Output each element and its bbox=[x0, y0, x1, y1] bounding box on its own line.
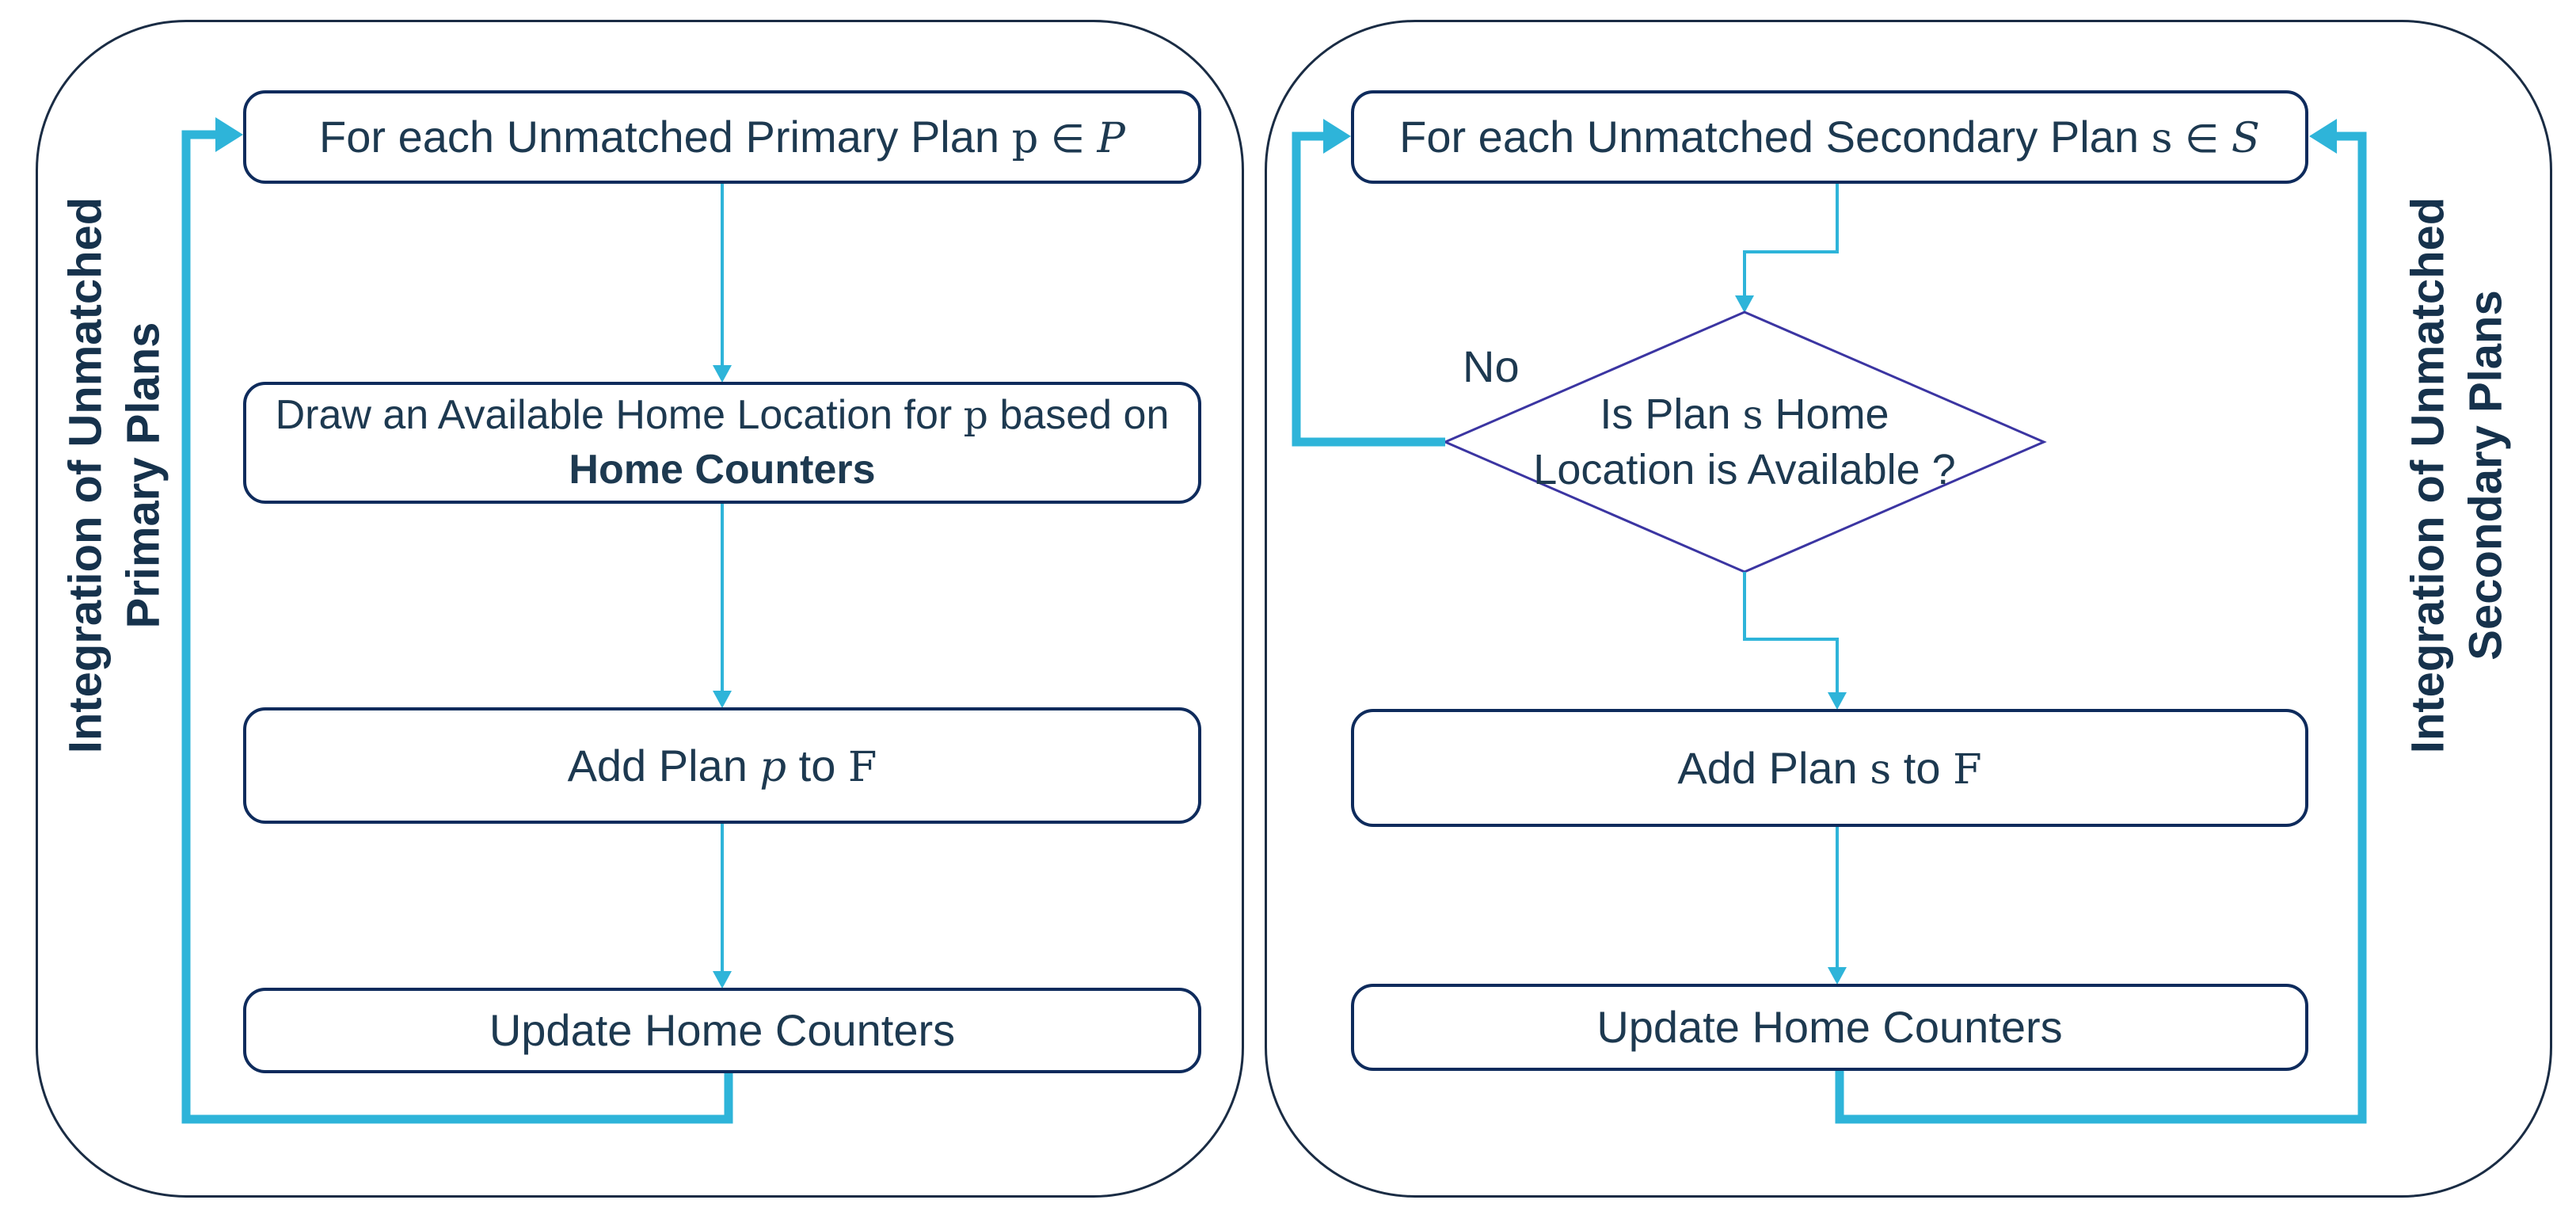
loop-arrow-right-panel bbox=[1835, 119, 2367, 1124]
left-panel-title-line1: Integration of Unmatched bbox=[59, 196, 112, 754]
element-of-symbol: ∈ bbox=[2172, 116, 2232, 162]
math-var-p: p bbox=[963, 393, 988, 439]
decision-no-label: No bbox=[1463, 341, 1520, 391]
left-panel-title: Integration of Unmatched Primary Plans bbox=[58, 197, 173, 753]
left-loop-box-label: For each Unmatched Primary Plan p ∈ P bbox=[319, 112, 1125, 162]
right-add-box: Add Plan s to F bbox=[1351, 709, 2308, 827]
left-draw-box-line2: Home Counters bbox=[569, 447, 876, 493]
right-panel-title: Integration of Unmatched Secondary Plans bbox=[2400, 197, 2515, 753]
left-draw-box-line1: Draw an Available Home Location for p ba… bbox=[275, 392, 1170, 439]
element-of-symbol: ∈ bbox=[1038, 116, 1098, 162]
right-panel-container bbox=[1265, 20, 2552, 1198]
math-var-s: s bbox=[1742, 390, 1764, 438]
math-var-s: s bbox=[2151, 114, 2173, 162]
left-panel-title-line2: Primary Plans bbox=[117, 322, 169, 629]
math-set-F: F bbox=[847, 742, 877, 791]
right-loop-box: For each Unmatched Secondary Plan s ∈ S bbox=[1351, 90, 2308, 184]
math-var-p-italic: p bbox=[759, 742, 787, 791]
right-panel-title-line1: Integration of Unmatched bbox=[2402, 196, 2454, 754]
arrow-add-to-update-right bbox=[1828, 827, 1847, 985]
right-update-box: Update Home Counters bbox=[1351, 984, 2308, 1071]
right-loop-box-label: For each Unmatched Secondary Plan s ∈ S bbox=[1399, 112, 2260, 162]
decision-diamond-label: Is Plan s Home Location is Available ? bbox=[1507, 372, 1982, 512]
right-add-box-label: Add Plan s to F bbox=[1677, 742, 1982, 794]
math-var-p: p bbox=[1011, 114, 1039, 162]
arrow-left-box3-to-box4 bbox=[713, 824, 732, 989]
left-add-box: Add Plan p to F bbox=[243, 707, 1201, 824]
math-var-s: s bbox=[1870, 745, 1892, 794]
decision-line2: Location is Available ? bbox=[1533, 446, 1956, 493]
arrow-left-box1-to-box2 bbox=[713, 184, 732, 383]
loop-arrow-left-panel bbox=[181, 117, 733, 1124]
left-update-box-label: Update Home Counters bbox=[489, 1005, 956, 1055]
left-loop-box: For each Unmatched Primary Plan p ∈ P bbox=[243, 90, 1201, 184]
left-draw-box-label: Draw an Available Home Location for p ba… bbox=[276, 388, 1170, 497]
right-panel-title-line2: Secondary Plans bbox=[2460, 290, 2511, 661]
math-set-P: P bbox=[1097, 114, 1125, 162]
math-set-F: F bbox=[1953, 745, 1982, 794]
left-draw-box: Draw an Available Home Location for p ba… bbox=[243, 382, 1201, 504]
no-loop-arrow-right-panel bbox=[1292, 119, 1445, 447]
arrow-right-box1-to-decision bbox=[1735, 184, 1839, 313]
left-panel-container bbox=[36, 20, 1244, 1198]
math-set-S: S bbox=[2231, 114, 2260, 162]
right-update-box-label: Update Home Counters bbox=[1596, 1002, 2063, 1052]
left-update-box: Update Home Counters bbox=[243, 988, 1201, 1073]
arrow-decision-to-add-box bbox=[1743, 572, 1847, 710]
arrow-left-box2-to-box3 bbox=[713, 504, 732, 708]
decision-line1: Is Plan s Home bbox=[1600, 390, 1889, 438]
left-add-box-label: Add Plan p to F bbox=[567, 740, 877, 791]
